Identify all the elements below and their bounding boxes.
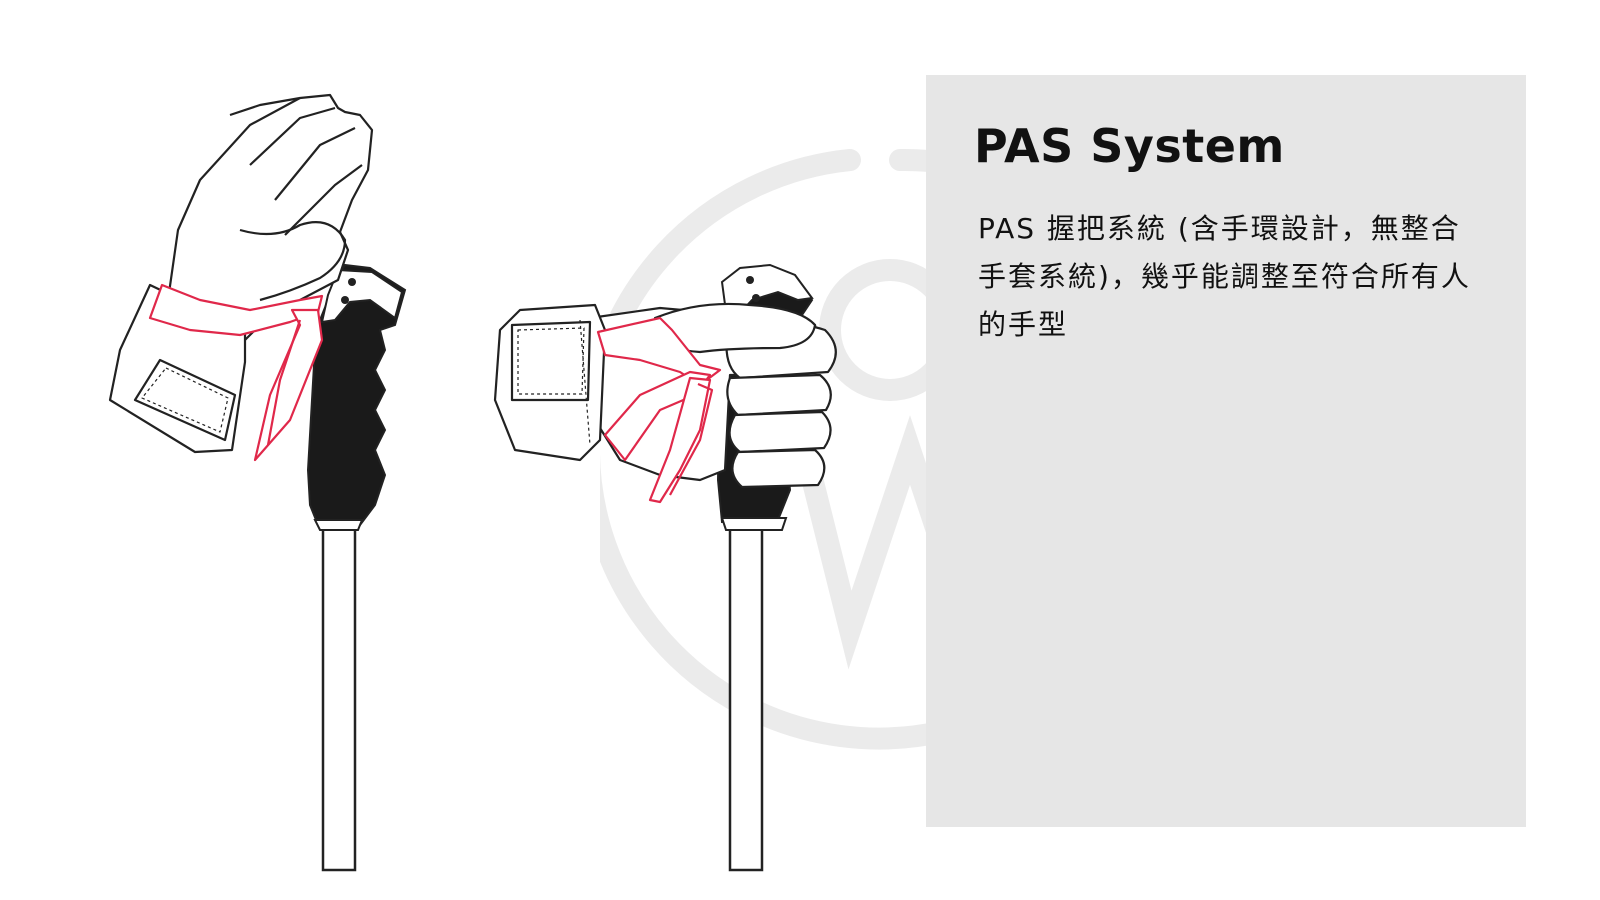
panel-description: PAS 握把系統 (含手環設計，無整合手套系統)，幾乎能調整至符合所有人的手型 bbox=[978, 212, 1471, 341]
left-pole-grip bbox=[306, 263, 407, 531]
right-pole-figure bbox=[493, 263, 837, 872]
panel-title: PAS System bbox=[974, 119, 1285, 173]
right-pole-shaft bbox=[728, 523, 764, 872]
left-strap bbox=[148, 283, 324, 462]
left-pole-figure bbox=[108, 93, 407, 872]
right-strap bbox=[596, 316, 722, 504]
info-panel: PAS System PAS 握把系統 (含手環設計，無整合手套系統)，幾乎能調… bbox=[926, 75, 1526, 827]
left-pole-shaft bbox=[321, 523, 357, 872]
left-glove bbox=[108, 93, 374, 454]
ski-pole-illustration bbox=[108, 93, 837, 872]
